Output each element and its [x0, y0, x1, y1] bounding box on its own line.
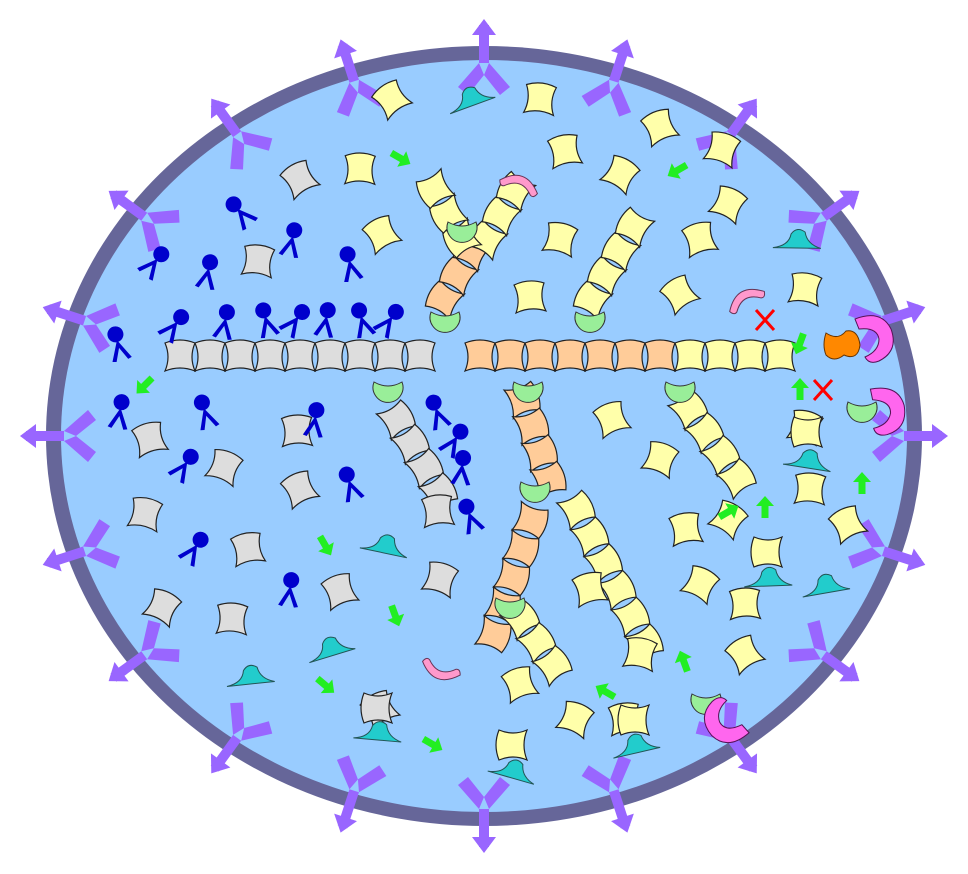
actin-monomer-icon	[728, 586, 762, 621]
actin-monomer-icon	[584, 339, 616, 372]
cytoplasm	[61, 60, 907, 812]
actin-monomer-icon	[164, 339, 196, 372]
actin-monomer-icon	[215, 601, 249, 636]
actin-monomer-icon	[240, 242, 276, 279]
actin-monomer-icon	[704, 339, 736, 372]
actin-monomer-icon	[524, 339, 556, 372]
actin-monomer-icon	[344, 152, 376, 185]
actin-monomer-icon	[513, 279, 547, 314]
actin-monomer-icon	[554, 339, 586, 372]
actin-monomer-icon	[404, 339, 436, 372]
actin-monomer-icon	[464, 339, 496, 372]
actin-monomer-icon	[787, 270, 823, 307]
actin-monomer-icon	[674, 339, 706, 372]
actin-monomer-icon	[314, 339, 346, 372]
actin-monomer-icon	[750, 536, 783, 568]
actin-monomer-icon	[734, 339, 766, 372]
actin-monomer-icon	[254, 339, 286, 372]
actin-monomer-icon	[344, 339, 376, 372]
actin-monomer-icon	[284, 339, 316, 372]
actin-monomer-icon	[194, 339, 226, 372]
actin-monomer-icon	[614, 339, 646, 372]
red-x-icon	[812, 378, 834, 402]
red-x-icon	[754, 308, 776, 332]
actin-monomer-icon	[793, 471, 827, 506]
actin-monomer-icon	[494, 339, 526, 372]
actin-monomer-icon	[764, 339, 796, 372]
actin-monomer-icon	[224, 339, 256, 372]
actin-monomer-icon	[617, 704, 650, 736]
actin-monomer-icon	[790, 416, 823, 448]
actin-monomer-icon	[644, 339, 676, 372]
actin-monomer-icon	[374, 339, 406, 372]
actin-monomer-icon	[420, 492, 455, 529]
annotation-layer	[130, 145, 871, 758]
actin-monomer-icon	[360, 692, 393, 724]
actin-monomer-icon	[523, 80, 558, 117]
formin-icon	[823, 330, 861, 360]
actin-monomer-icon	[495, 729, 528, 761]
